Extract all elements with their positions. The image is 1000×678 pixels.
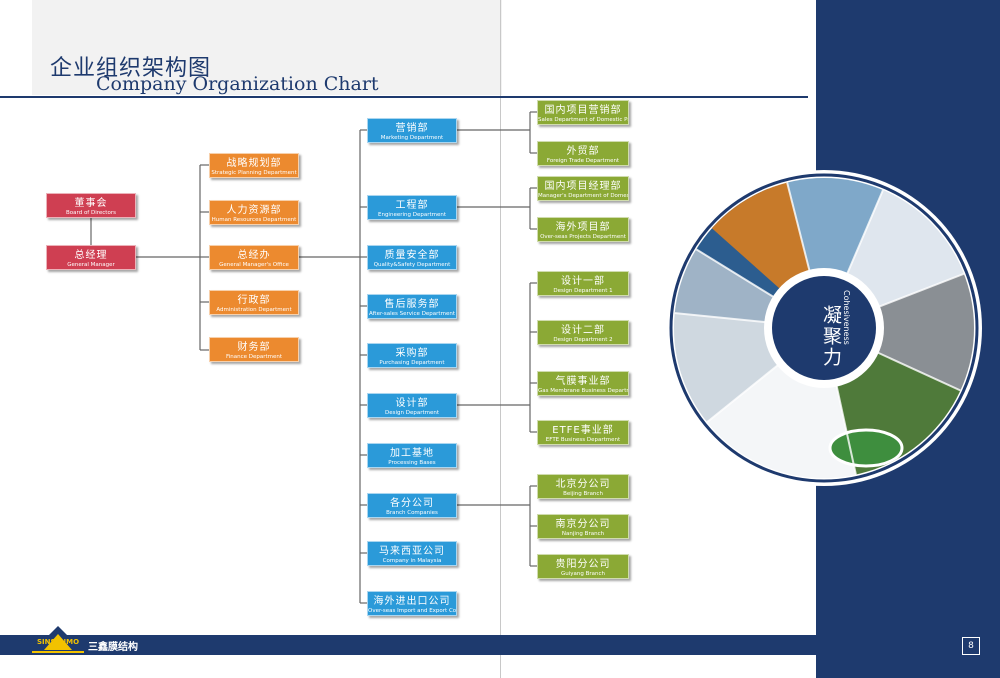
header-band	[32, 0, 502, 95]
title-underline	[96, 96, 396, 98]
footer-bar: 三鑫膜结构 8	[0, 635, 1000, 655]
logo-text: SINSENMO	[37, 638, 79, 646]
page-title-cn: 企业组织架构图	[50, 56, 212, 81]
slogan-cn: 凝聚力	[820, 305, 842, 368]
header-rule	[0, 96, 808, 98]
slogan-en: Cohesiveness	[842, 290, 851, 345]
page-number: 8	[962, 637, 980, 655]
company-logo-icon: SINSENMO	[32, 626, 84, 653]
page-title-en: Company Organization Chart	[96, 73, 379, 95]
footer-brand: 三鑫膜结构	[88, 642, 138, 653]
photo-circle	[666, 170, 982, 486]
page-spine	[500, 0, 501, 678]
